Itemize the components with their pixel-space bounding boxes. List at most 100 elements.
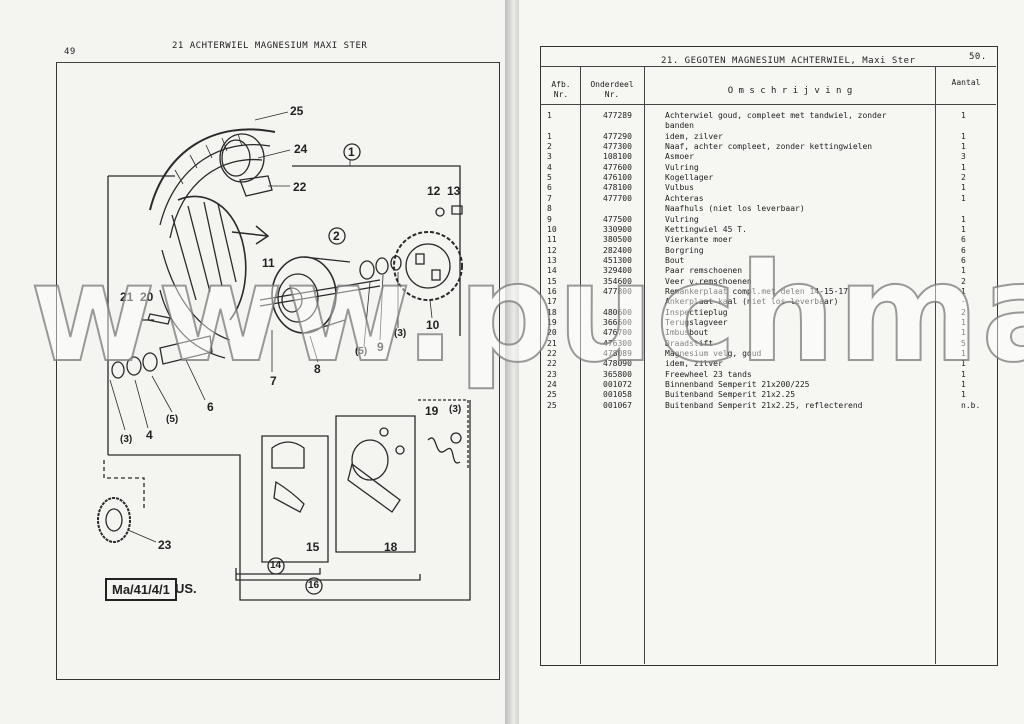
label-3c: (3) <box>449 404 462 415</box>
afb-cell: 10 <box>547 224 557 234</box>
afb-cell: 6 <box>547 183 552 193</box>
part-number-cell: 366600 <box>603 318 632 327</box>
part-number-cell: 282400 <box>603 245 632 255</box>
right-page: 21. GEGOTEN MAGNESIUM ACHTERWIEL, Maxi S… <box>519 0 1024 724</box>
afb-cell: 8 <box>547 204 552 214</box>
afb-cell: 11 <box>547 235 557 245</box>
label-25: 25 <box>290 104 304 118</box>
afb-cell: 9 <box>547 214 552 224</box>
part-number-cell: 108100 <box>603 152 632 162</box>
part-code-box: Ma/41/4/1 <box>105 578 177 601</box>
quantity-cell: 6 <box>961 245 966 255</box>
quantity-cell: 1 <box>961 131 966 141</box>
quantity-cell: 1 <box>961 183 966 193</box>
table-row: 18 480600 Inspectieplug 2 <box>547 308 1007 318</box>
part-number-cell: 001058 <box>603 390 632 400</box>
afb-cell: 1 <box>547 131 552 141</box>
afb-cell: 5 <box>547 173 552 183</box>
quantity-cell: 1 <box>961 193 966 203</box>
description-cell: Terugslagveer <box>665 318 728 327</box>
label-6: 6 <box>207 400 214 414</box>
quantity-cell: 5 <box>961 338 966 348</box>
column-divider <box>580 66 581 664</box>
part-number-cell: 477289 <box>603 111 632 120</box>
quantity-cell: 1 <box>961 142 966 152</box>
description-cell: Magnesium velg, goud <box>665 349 762 359</box>
afb-cell: 2 <box>547 142 552 152</box>
label-3a: (3) <box>394 328 407 339</box>
part-code-suffix: US. <box>175 581 197 596</box>
part-number-cell: 476700 <box>603 328 632 338</box>
quantity-cell: 2 <box>961 173 966 183</box>
book-gutter <box>505 0 519 724</box>
description-cell: Buitenband Semperit 21x2.25, reflecteren… <box>665 400 863 410</box>
description-cell: banden <box>665 121 694 131</box>
description-cell: Achterwiel goud, compleet met tandwiel, … <box>665 111 887 120</box>
label-3b: (3) <box>120 434 133 445</box>
description-cell: Remankerplaat compl.met delen 14-15-17 <box>665 286 849 296</box>
quantity-cell: 1 <box>961 214 966 224</box>
description-cell: Inspectieplug <box>665 307 728 317</box>
table-row: 12 282400 Borgring 6 <box>547 246 1007 256</box>
quantity-cell: 2 <box>961 276 966 286</box>
quantity-cell: 1 <box>961 266 966 276</box>
label-16: 16 <box>308 580 320 591</box>
quantity-cell: 6 <box>961 235 966 245</box>
description-cell: Vulbus <box>665 183 694 193</box>
afb-cell: 17 <box>547 297 557 307</box>
label-15: 15 <box>306 540 320 554</box>
description-cell: Borgring <box>665 245 704 255</box>
description-cell: Asmoer <box>665 152 694 162</box>
description-cell: Paar remschoenen <box>665 266 743 276</box>
afb-cell: 25 <box>547 400 557 410</box>
description-cell: Imbusbout <box>665 328 709 338</box>
afb-cell: 21 <box>547 338 557 348</box>
description-cell: Vierkante moer <box>665 235 733 245</box>
afb-cell: 12 <box>547 245 557 255</box>
label-12: 12 <box>427 184 441 198</box>
part-number-cell: 476100 <box>603 173 632 183</box>
quantity-cell: 1 <box>961 390 966 400</box>
quantity-cell: 1 <box>961 328 966 338</box>
afb-cell: 19 <box>547 318 557 327</box>
quantity-cell: - <box>961 297 966 307</box>
left-header-rule <box>56 62 498 63</box>
quantity-cell: 1 <box>961 349 966 359</box>
quantity-cell: 2 <box>961 307 966 317</box>
exploded-wheel-diagram <box>97 111 471 601</box>
label-8: 8 <box>314 362 321 376</box>
description-cell: Naaf, achter compleet, zonder kettingwie… <box>665 142 873 152</box>
label-18: 18 <box>384 540 398 554</box>
afb-cell: 15 <box>547 276 557 286</box>
label-5a: (5) <box>355 346 368 357</box>
part-number-cell: 365800 <box>603 369 632 379</box>
label-7: 7 <box>270 374 277 388</box>
description-cell: Binnenband Semperit 21x200/225 <box>665 380 810 390</box>
parts-table: 1 477289 Achterwiel goud, compleet met tan… <box>547 111 1007 431</box>
col-desc-header: O m s c h r i j v i n g <box>727 86 853 96</box>
part-number-cell: 354600 <box>603 276 632 286</box>
quantity-cell: 1 <box>961 318 966 327</box>
afb-cell: 22 <box>547 349 557 359</box>
afb-cell: 16 <box>547 286 557 296</box>
col-afb-header: Afb.Nr. <box>551 80 571 99</box>
label-22: 22 <box>293 180 307 194</box>
left-page-header: 21 ACHTERWIEL MAGNESIUM MAXI STER <box>172 41 368 51</box>
quantity-cell: 1 <box>961 359 966 369</box>
part-number-cell: 477700 <box>603 193 632 203</box>
part-number-cell: 480600 <box>603 307 632 317</box>
afb-cell: 18 <box>547 307 557 317</box>
quantity-cell: n.b. <box>961 400 981 410</box>
